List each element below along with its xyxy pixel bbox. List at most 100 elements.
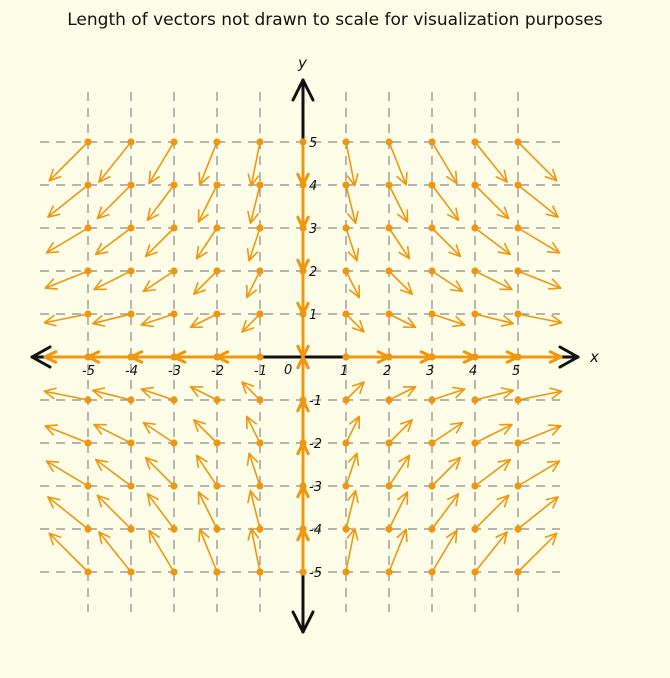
vector-arrowhead-icon xyxy=(95,458,109,472)
vector-arrowhead-icon xyxy=(296,172,310,187)
vector-tail-dot xyxy=(170,568,178,576)
vector-shaft xyxy=(189,385,218,401)
vector-arrowhead-icon xyxy=(547,424,562,436)
vector-shaft xyxy=(388,528,407,573)
vector-arrowhead-icon xyxy=(86,350,101,364)
vector-shaft xyxy=(345,452,358,487)
vector-shaft xyxy=(345,381,365,401)
x-tick-label: 3 xyxy=(426,364,434,379)
x-axis-arrow-left-icon xyxy=(30,345,52,369)
vector-tail-dot xyxy=(471,267,479,275)
vector-tail-dot xyxy=(385,482,393,490)
vector-arrowhead-icon xyxy=(93,279,107,291)
vector-arrowhead-icon xyxy=(95,242,109,256)
vector-shaft xyxy=(345,141,356,187)
vector-arrowhead-icon xyxy=(189,385,204,398)
vector-tail-dot xyxy=(471,138,479,146)
vector-shaft xyxy=(431,313,466,326)
vector-arrowhead-icon xyxy=(348,284,361,299)
vector-shaft xyxy=(474,227,512,256)
vector-shaft xyxy=(249,184,261,225)
vector-tail-dot xyxy=(428,525,436,533)
vector-arrowhead-icon xyxy=(246,247,259,262)
vector-shaft xyxy=(474,494,510,530)
vector-arrowhead-icon xyxy=(245,415,258,430)
vector-tail-dot xyxy=(471,482,479,490)
vector-tail-dot xyxy=(471,525,479,533)
vector-tail-dot xyxy=(256,396,264,404)
vector-layer xyxy=(43,138,563,576)
vector-shaft xyxy=(142,270,175,293)
vector-arrowhead-icon xyxy=(446,207,460,221)
vector-tail-dot xyxy=(385,525,393,533)
vector-shaft xyxy=(345,184,357,225)
vector-shaft xyxy=(517,496,559,530)
y-tick-label: 3 xyxy=(309,222,317,237)
vector-shaft xyxy=(241,313,261,333)
vector-shaft xyxy=(43,390,89,401)
vector-tail-dot xyxy=(471,181,479,189)
vector-shaft xyxy=(245,270,261,299)
vector-tail-dot xyxy=(342,267,350,275)
vector-arrowhead-icon xyxy=(496,494,510,508)
y-tick-label: 4 xyxy=(309,179,317,194)
vector-tail-dot xyxy=(127,310,135,318)
vector-shaft xyxy=(98,141,132,183)
y-axis-arrow-up-icon xyxy=(291,78,315,102)
vector-arrowhead-icon xyxy=(129,350,144,364)
vector-shaft xyxy=(517,270,562,289)
vector-arrowhead-icon xyxy=(44,278,59,290)
vector-shaft xyxy=(250,527,261,573)
vector-arrowhead-icon xyxy=(91,315,106,327)
vector-shaft xyxy=(93,423,132,444)
vector-arrowhead-icon xyxy=(140,315,155,328)
vector-shaft xyxy=(96,494,132,530)
vector-tail-dot xyxy=(514,568,522,576)
y-tick-label: 1 xyxy=(309,308,317,323)
vector-shaft xyxy=(44,270,89,289)
vector-arrowhead-icon xyxy=(96,494,110,508)
vector-shaft xyxy=(474,458,512,487)
vector-shaft xyxy=(144,227,175,258)
vector-shaft xyxy=(517,184,559,218)
vector-arrowhead-icon xyxy=(448,456,462,470)
vector-shaft xyxy=(48,532,89,573)
vector-tail-dot xyxy=(84,439,92,447)
vector-arrowhead-icon xyxy=(296,215,310,230)
vector-shaft xyxy=(144,456,175,487)
vector-tail-dot xyxy=(342,568,350,576)
vector-tail-dot xyxy=(127,482,135,490)
vector-tail-dot xyxy=(385,353,393,361)
vector-arrowhead-icon xyxy=(549,314,563,327)
vector-arrowhead-icon xyxy=(546,242,561,254)
y-axis-arrow-down-icon xyxy=(291,610,315,634)
vector-arrowhead-icon xyxy=(172,350,187,364)
vector-tail-dot xyxy=(127,181,135,189)
y-axis-label: y xyxy=(297,54,308,72)
vector-arrowhead-icon xyxy=(195,245,208,260)
vector-tail-dot xyxy=(471,224,479,232)
vector-shaft xyxy=(146,184,175,221)
vector-arrowhead-icon xyxy=(241,381,255,395)
vector-arrowhead-icon xyxy=(43,350,58,364)
vector-tail-dot xyxy=(428,181,436,189)
vector-arrowhead-icon xyxy=(98,531,111,545)
vector-tail-dot xyxy=(84,267,92,275)
vector-shaft xyxy=(95,458,132,487)
vector-arrowhead-icon xyxy=(296,344,310,359)
vector-tail-dot xyxy=(213,267,221,275)
vector-tail-dot xyxy=(471,439,479,447)
vector-tail-dot xyxy=(84,138,92,146)
vector-arrowhead-icon xyxy=(96,206,110,220)
vector-shaft xyxy=(43,313,89,324)
vector-tail-dot xyxy=(170,482,178,490)
vector-tail-dot xyxy=(342,353,350,361)
vector-tail-dot xyxy=(342,181,350,189)
vector-tail-dot xyxy=(256,267,264,275)
vector-arrowhead-icon xyxy=(549,387,563,400)
vector-shaft xyxy=(517,141,558,182)
vector-tail-dot xyxy=(342,310,350,318)
vector-arrowhead-icon xyxy=(544,168,558,182)
vector-tail-dot xyxy=(342,396,350,404)
